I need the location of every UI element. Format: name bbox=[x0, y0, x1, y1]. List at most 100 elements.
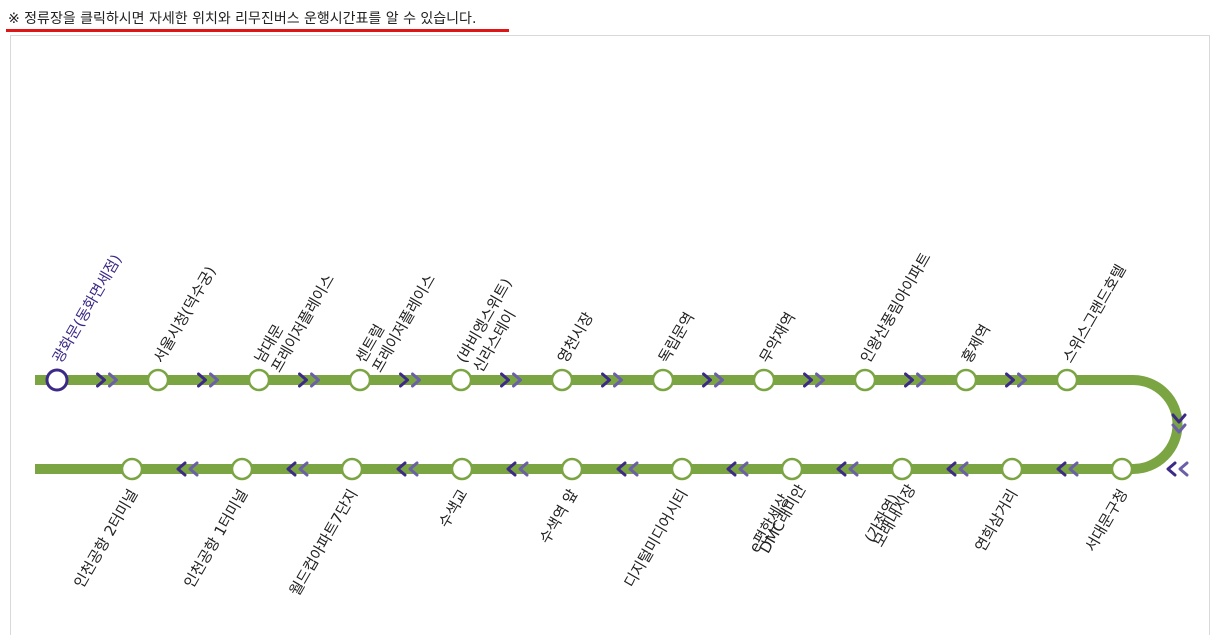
stop-label[interactable]: 광화문(동화면세점) bbox=[49, 251, 126, 366]
chevron-right-icon bbox=[298, 372, 308, 388]
chevron-right-icon bbox=[310, 372, 320, 388]
turnaround-track bbox=[1132, 375, 1183, 474]
stop-label[interactable]: 인왕산풍림아이파트 bbox=[857, 249, 935, 366]
stop-marker[interactable] bbox=[247, 368, 271, 392]
chevron-left-icon bbox=[848, 461, 859, 477]
chevron-left-icon bbox=[958, 461, 969, 477]
upper-stop-8[interactable]: 인왕산풍림아이파트 bbox=[853, 249, 935, 392]
stop-marker[interactable] bbox=[670, 457, 694, 481]
chevron-left-icon bbox=[518, 461, 529, 477]
stop-marker[interactable] bbox=[560, 457, 584, 481]
chevron-down-icon bbox=[1171, 413, 1187, 424]
chevron-left-icon bbox=[1056, 461, 1067, 477]
stop-marker[interactable] bbox=[890, 457, 914, 481]
double-chevron-right-icon bbox=[904, 372, 926, 388]
chevron-right-icon bbox=[714, 372, 724, 388]
direction-arrows bbox=[96, 372, 1189, 477]
stop-label[interactable]: 수색역 앞 bbox=[536, 486, 582, 547]
stop-marker[interactable] bbox=[120, 457, 144, 481]
stop-marker[interactable] bbox=[340, 457, 364, 481]
stop-marker[interactable] bbox=[1110, 457, 1134, 481]
stop-marker[interactable] bbox=[1000, 457, 1024, 481]
chevron-left-icon bbox=[1178, 461, 1189, 477]
stop-marker[interactable] bbox=[752, 368, 776, 392]
upper-stop-0[interactable]: 광화문(동화면세점) bbox=[45, 251, 126, 392]
double-chevron-right-icon bbox=[601, 372, 623, 388]
chevron-left-icon bbox=[188, 461, 199, 477]
double-chevron-right-icon bbox=[1005, 372, 1027, 388]
route-track bbox=[35, 375, 1183, 474]
stop-label[interactable]: 프레이저플레이스 bbox=[368, 271, 439, 376]
double-chevron-left-icon bbox=[836, 461, 859, 477]
chevron-left-icon bbox=[286, 461, 297, 477]
lower-stop-2[interactable]: 월드컵아파트7단지 bbox=[286, 457, 364, 599]
stop-label[interactable]: 영천시장 bbox=[554, 309, 597, 366]
stop-marker[interactable] bbox=[780, 457, 804, 481]
chevron-left-icon bbox=[408, 461, 419, 477]
chevron-left-icon bbox=[616, 461, 627, 477]
upper-stop-1[interactable]: 서울시청(덕수궁) bbox=[146, 263, 220, 392]
chevron-left-icon bbox=[1068, 461, 1079, 477]
stop-label[interactable]: 수색교 bbox=[435, 486, 471, 531]
chevron-right-icon bbox=[197, 372, 207, 388]
double-chevron-right-icon bbox=[197, 372, 219, 388]
chevron-right-icon bbox=[803, 372, 813, 388]
notice-text: ※ 정류장을 클릭하시면 자세한 위치와 리무진버스 운행시간표를 알 수 있습… bbox=[8, 11, 477, 27]
chevron-right-icon bbox=[500, 372, 510, 388]
lower-stop-1[interactable]: 인천공항 1터미널 bbox=[180, 457, 254, 591]
stop-label[interactable]: 독립문역 bbox=[655, 309, 698, 366]
stop-label[interactable]: 프레이저플레이스 bbox=[267, 271, 338, 376]
upper-stop-4[interactable]: 신라스테이(바비엥스위트) bbox=[449, 275, 519, 392]
double-chevron-right-icon bbox=[803, 372, 825, 388]
chevron-right-icon bbox=[209, 372, 219, 388]
double-chevron-left-icon bbox=[1056, 461, 1079, 477]
double-chevron-left-icon bbox=[726, 461, 749, 477]
stop-marker[interactable] bbox=[550, 368, 574, 392]
stop-label[interactable]: 서대문구청 bbox=[1081, 486, 1131, 555]
chevron-right-icon bbox=[399, 372, 409, 388]
stop-label[interactable]: 무악재역 bbox=[756, 309, 799, 366]
stop-marker[interactable] bbox=[450, 457, 474, 481]
chevron-left-icon bbox=[946, 461, 957, 477]
stop-label[interactable]: 스위스그랜드호텔 bbox=[1059, 261, 1130, 366]
chevron-left-icon bbox=[726, 461, 737, 477]
double-chevron-left-icon bbox=[176, 461, 199, 477]
chevron-right-icon bbox=[1005, 372, 1015, 388]
chevron-right-icon bbox=[613, 372, 623, 388]
stop-marker[interactable] bbox=[954, 368, 978, 392]
chevron-down-icon bbox=[1171, 423, 1187, 434]
chevron-right-icon bbox=[815, 372, 825, 388]
stop-label[interactable]: 서울시청(덕수궁) bbox=[150, 263, 220, 366]
double-chevron-right-icon bbox=[298, 372, 320, 388]
chevron-right-icon bbox=[411, 372, 421, 388]
lower-stop-5[interactable]: 디지털미디어시티 bbox=[621, 457, 694, 591]
stop-marker[interactable] bbox=[1055, 368, 1079, 392]
double-chevron-right-icon bbox=[96, 372, 118, 388]
stop-marker[interactable] bbox=[146, 368, 170, 392]
stop-marker[interactable] bbox=[449, 368, 473, 392]
stop-label[interactable]: 연희삼거리 bbox=[971, 486, 1021, 555]
chevron-left-icon bbox=[396, 461, 407, 477]
double-chevron-left-icon bbox=[946, 461, 969, 477]
double-chevron-left-icon bbox=[616, 461, 639, 477]
chevron-right-icon bbox=[916, 372, 926, 388]
stop-marker[interactable] bbox=[853, 368, 877, 392]
upper-stop-10[interactable]: 스위스그랜드호텔 bbox=[1055, 261, 1130, 392]
stop-marker[interactable] bbox=[45, 368, 69, 392]
stop-label[interactable]: 홍제역 bbox=[958, 321, 994, 366]
stop-marker[interactable] bbox=[230, 457, 254, 481]
double-chevron-left-icon bbox=[1166, 461, 1189, 477]
chevron-right-icon bbox=[108, 372, 118, 388]
stop-label[interactable]: 인천공항 1터미널 bbox=[180, 486, 251, 591]
stop-marker[interactable] bbox=[348, 368, 372, 392]
stop-marker[interactable] bbox=[651, 368, 675, 392]
stop-label[interactable]: 디지털미디어시티 bbox=[621, 486, 692, 591]
stop-label[interactable]: 인천공항 2터미널 bbox=[70, 486, 141, 591]
chevron-right-icon bbox=[1017, 372, 1027, 388]
lower-stop-0[interactable]: 인천공항 2터미널 bbox=[70, 457, 144, 591]
stop-label[interactable]: 월드컵아파트7단지 bbox=[286, 486, 362, 599]
